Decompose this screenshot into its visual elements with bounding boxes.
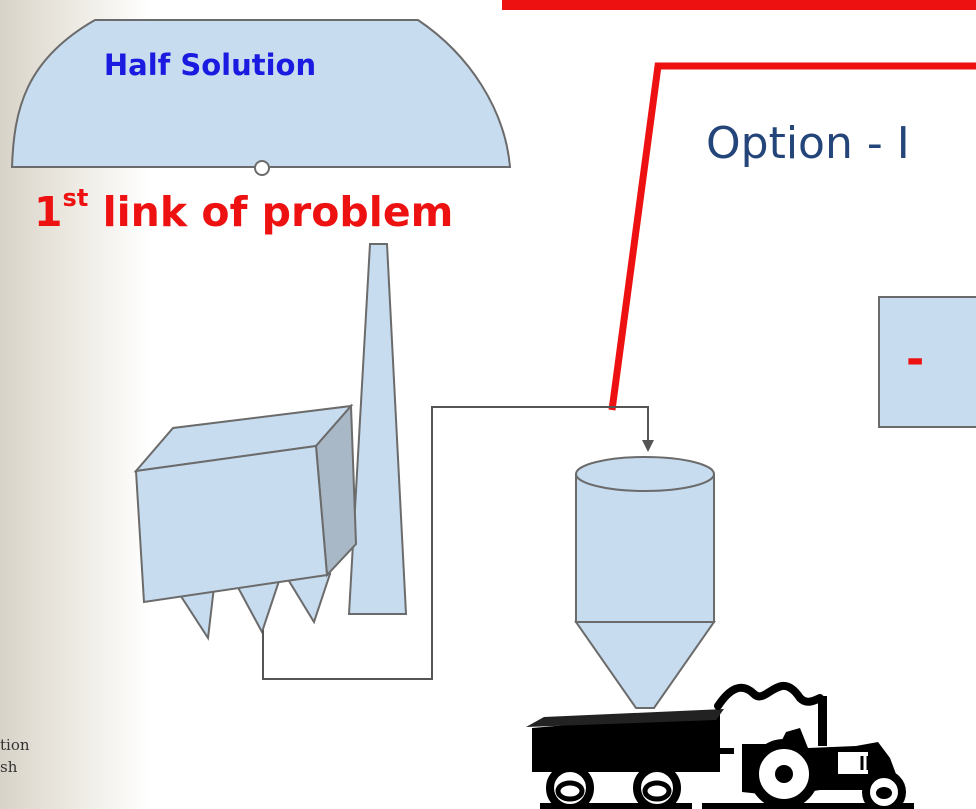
problem-heading: 1st link of problem [34,184,454,236]
tractor-exhaust [818,696,827,746]
problem-heading-suffix: st [62,184,89,212]
footer-line-2: sh [0,758,18,776]
silo-top [575,456,715,492]
ash-conveyor-pipe [262,406,649,680]
trailer-hitch [716,748,734,754]
tractor-smoke [714,681,824,710]
esp-box-front [134,444,329,604]
tractor-rear-hub [775,765,793,783]
trailer-body [532,712,720,772]
trailer-hub-2 [642,780,672,802]
tractor-axle-bar [702,803,914,809]
problem-heading-text: link of problem [88,188,454,236]
conveyor-arrowhead [642,440,654,452]
umbrella-shape [10,19,512,168]
option-title: Option - I [706,118,910,169]
half-solution-label: Half Solution [103,48,317,82]
trailer-wheel-2 [633,764,681,809]
option-box: - [878,296,976,428]
footer-text: tion sh [0,734,80,778]
hopper-cone-3 [284,572,332,625]
option-box-symbol: - [906,334,925,385]
red-connector-line [608,62,976,411]
tractor-front-hub [876,787,892,799]
silo-cone [574,621,716,709]
umbrella-knob [254,160,270,176]
trailer-axle-bar-1 [540,803,692,809]
silo-body [575,473,715,623]
trailer-wheel-1 [546,764,594,809]
footer-line-1: tion [0,736,30,754]
trailer-top-edge [526,709,724,727]
chimney-stack [347,243,408,615]
trailer-hub-1 [555,780,585,802]
top-red-bar [502,0,976,10]
problem-heading-number: 1 [34,188,63,236]
